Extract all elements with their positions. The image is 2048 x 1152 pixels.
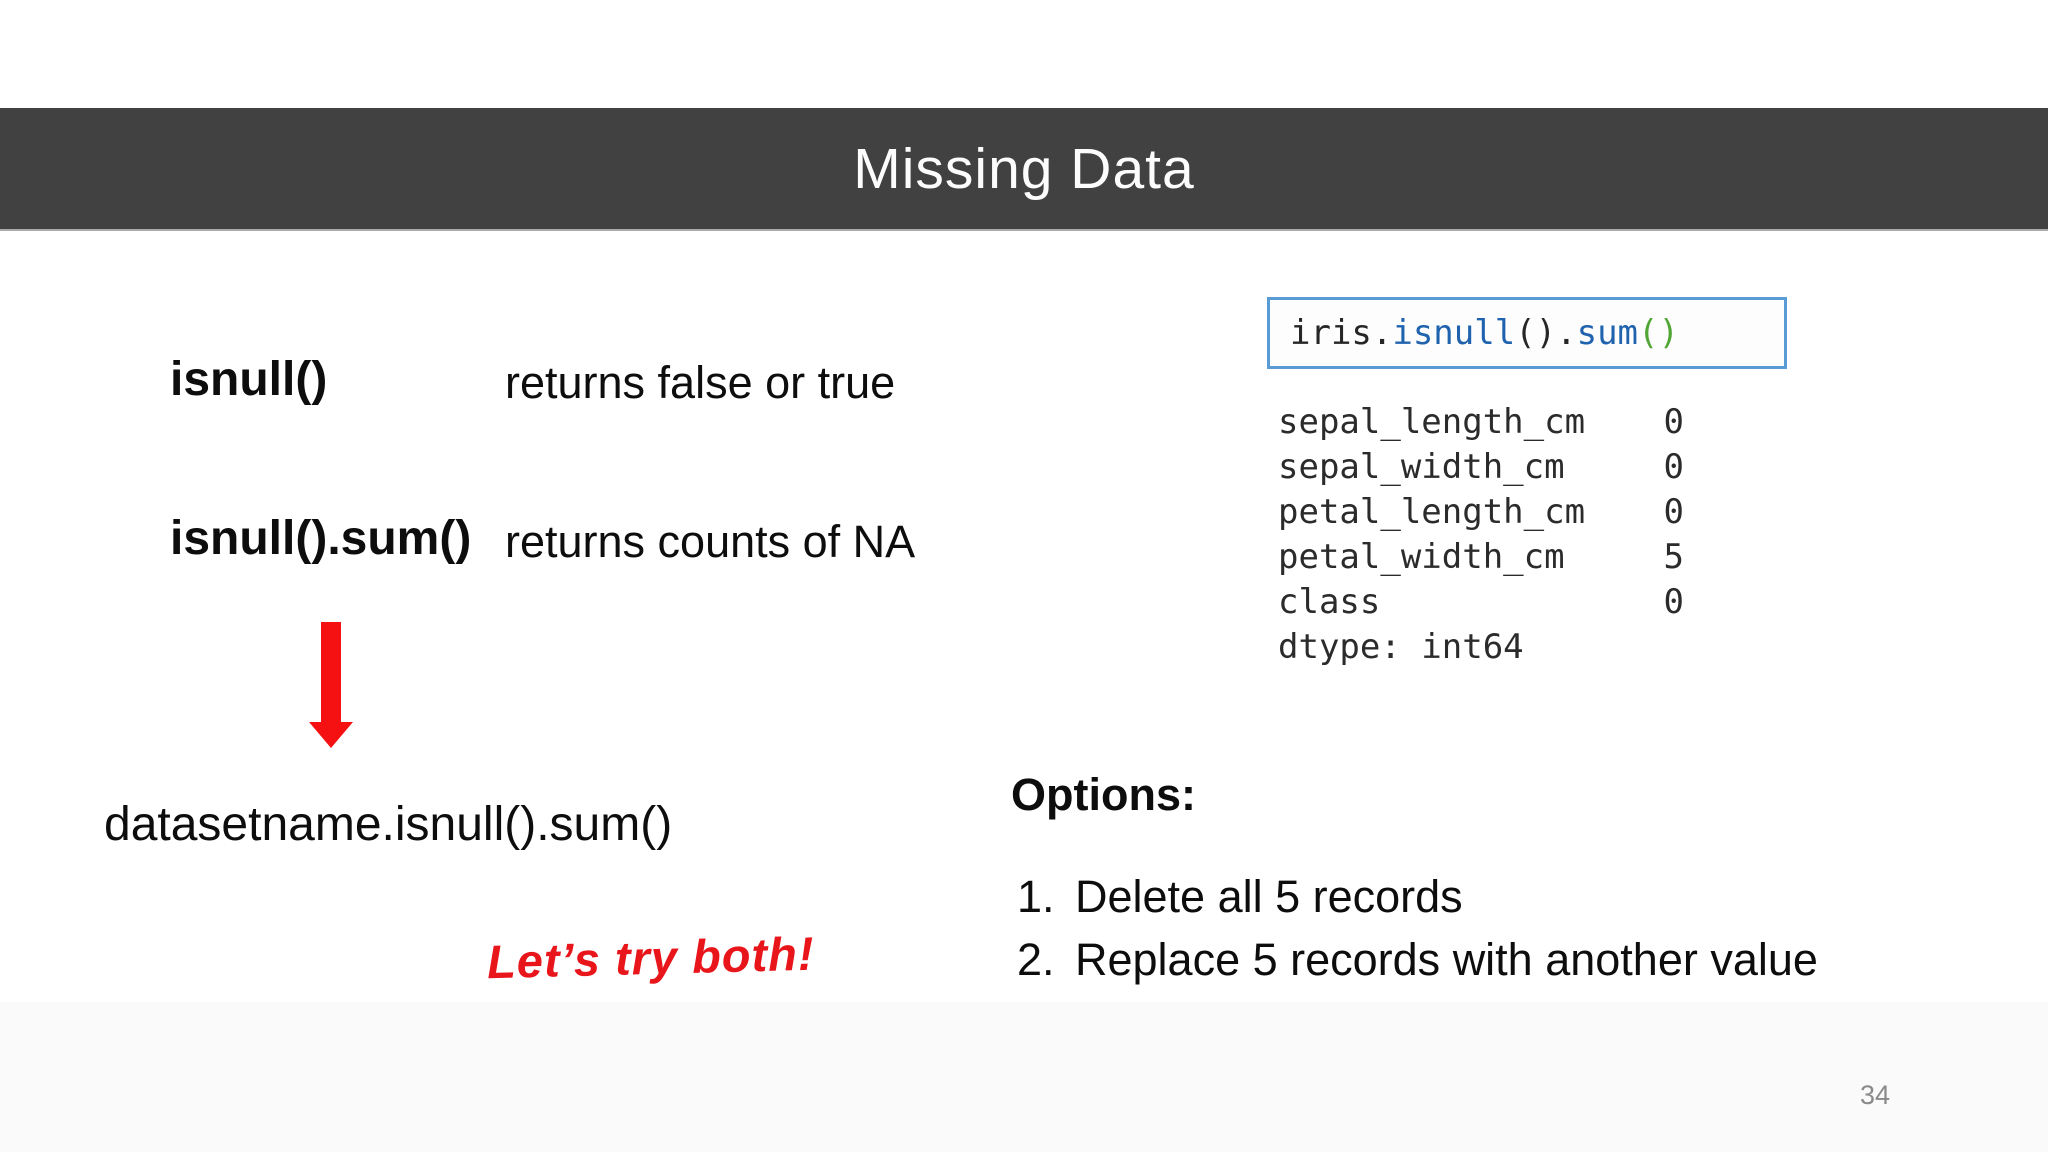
code-token: isnull [1392, 313, 1516, 353]
output-row: sepal_width_cm 0 [1278, 445, 1684, 490]
output-row: petal_width_cm 5 [1278, 535, 1684, 580]
output-label: sepal_length_cm [1278, 402, 1586, 442]
title-bar: Missing Data [0, 108, 2048, 231]
output-value: 5 [1663, 537, 1684, 577]
code-token: iris. [1290, 313, 1393, 353]
option-item: Replace 5 records with another value [1075, 934, 1818, 985]
option-number: 1. [1017, 871, 1055, 922]
code-token: sum [1576, 313, 1639, 353]
code-token: (). [1515, 313, 1577, 353]
output-value: 0 [1663, 447, 1684, 487]
output-dtype: dtype: int64 [1278, 627, 1524, 667]
footer-band [0, 1002, 2048, 1152]
definition-term-isnull-sum: isnull().sum() [170, 512, 472, 565]
output-dtype-row: dtype: int64 [1278, 625, 1684, 670]
output-value: 0 [1663, 492, 1684, 532]
down-arrow-shaft [321, 622, 341, 724]
output-label: petal_length_cm [1278, 492, 1586, 532]
output-row: class 0 [1278, 580, 1684, 625]
down-arrow-icon [309, 622, 353, 748]
output-row: petal_length_cm 0 [1278, 490, 1684, 535]
code-token: () [1638, 313, 1679, 353]
code-output: sepal_length_cm 0 sepal_width_cm 0 petal… [1278, 400, 1684, 670]
definition-desc-isnull-sum: returns counts of NA [505, 516, 916, 567]
code-input-box: iris.isnull().sum() [1267, 297, 1787, 369]
definition-desc-isnull: returns false or true [505, 357, 896, 408]
page-number: 34 [1860, 1080, 1891, 1110]
options-heading: Options: [1011, 769, 1196, 820]
handwritten-annotation: Let’s try both! [486, 926, 816, 989]
output-label: sepal_width_cm [1278, 447, 1565, 487]
definition-term-isnull: isnull() [170, 353, 328, 406]
output-label: petal_width_cm [1278, 537, 1565, 577]
down-arrow-head [309, 722, 353, 748]
output-row: sepal_length_cm 0 [1278, 400, 1684, 445]
option-item: Delete all 5 records [1075, 871, 1463, 922]
page-title: Missing Data [853, 136, 1195, 201]
example-call: datasetname.isnull().sum() [104, 798, 673, 851]
output-value: 0 [1663, 582, 1684, 622]
output-label: class [1278, 582, 1381, 622]
option-number: 2. [1017, 934, 1055, 985]
output-value: 0 [1663, 402, 1684, 442]
